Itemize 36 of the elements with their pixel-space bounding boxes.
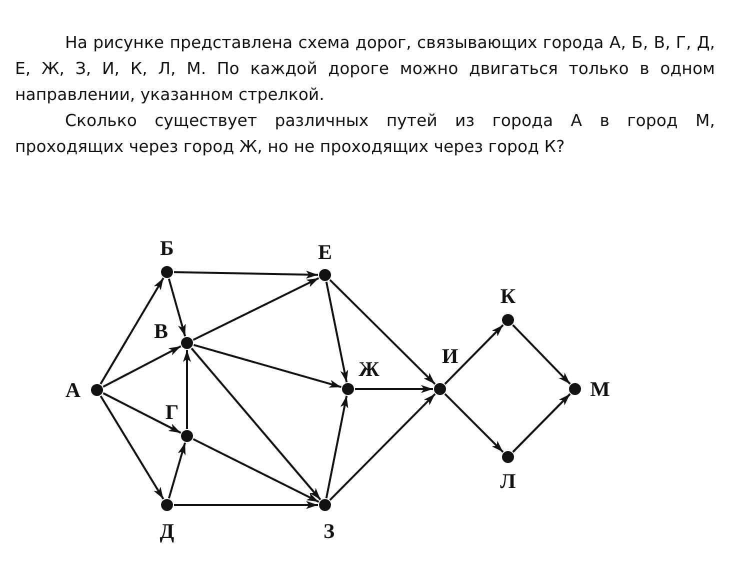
city-label: М (589, 377, 611, 401)
arrow (168, 442, 186, 499)
arrow (325, 282, 348, 382)
arrow (512, 393, 571, 453)
arrow (100, 395, 164, 500)
arrow (100, 278, 164, 384)
arrow (325, 396, 348, 498)
city-label: Г (164, 400, 180, 424)
city-label: Б (159, 236, 175, 260)
city-label: В (152, 319, 169, 343)
arrow (193, 344, 342, 388)
city-label: И (440, 344, 460, 368)
arrow (444, 393, 504, 453)
arrow (444, 324, 504, 385)
city-label: А (64, 378, 82, 402)
arrow (174, 270, 318, 279)
arrow (512, 324, 571, 385)
arrow (102, 392, 182, 434)
arrow (192, 277, 320, 341)
arrow (329, 393, 436, 501)
city-label: Д (158, 519, 176, 543)
arrow (174, 501, 318, 509)
arrow (102, 345, 182, 388)
city-label: Е (316, 240, 333, 264)
question-text: Сколько существует различных путей из города А в город М, проходящих через город Ж, но не проходящих через город К? (15, 110, 715, 158)
arrow (329, 279, 436, 385)
arrow (183, 350, 191, 429)
arrow (190, 348, 322, 500)
arrow (192, 438, 320, 503)
arrow (168, 278, 186, 337)
city-label: Л (499, 469, 517, 493)
city-label: Ж (358, 357, 380, 381)
arrow (355, 385, 433, 393)
city-label: К (499, 284, 517, 308)
city-label: З (322, 519, 336, 543)
question-text: На рисунке представлена схема дорог, связывающих города А, Б, В, Г, Д, Е, Ж, З, И, К, Л, М. По каждой дороге можно двигаться только в одном направлении, указанном стрелкой. (15, 32, 715, 106)
